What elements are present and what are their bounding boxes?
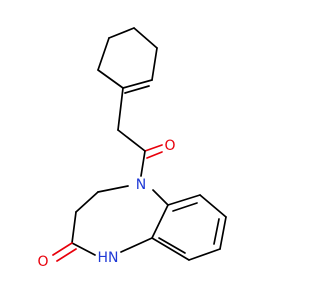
bond-nh-ar [120,237,153,253]
bond-ar3-ar4 [219,216,227,250]
bond-ar2-ar3 [199,194,227,218]
bond-c6-c1 [97,37,110,71]
bond-ar5-ar6 [151,237,190,261]
atom-nh-amide: HN [98,250,119,266]
cyclohexene-ring [97,27,158,94]
bond-c5-c6 [97,69,124,89]
atom-o-amide: O [37,254,48,270]
bond-camide-o-double [52,242,73,256]
bond-ch2a-ch2b [75,191,99,213]
bond-n-ar [152,189,169,206]
bond-co-o-double [144,144,163,152]
diazepinone-ring [52,185,169,262]
bond-n-ch2a [97,185,129,193]
molecule-structure: O N HN O [37,27,227,270]
bond-camide-o-double-inner [56,248,77,262]
bond-camide-nh [71,242,96,256]
bond-co-o-double-inner [146,151,163,159]
bond-c1-c2 [108,27,135,39]
bond-c4-c5-double-inner [124,85,150,94]
bond-ar-inner-2 [213,218,220,245]
bond-ar6-ar1 [151,204,169,239]
atom-o-ketone: O [164,138,175,154]
bond-ar4-ar5 [188,248,221,261]
bond-ar-inner-1 [172,202,198,212]
bond-c4-c5-double [122,79,153,89]
benzene-ring [151,194,227,261]
bond-ar-inner-3 [158,237,186,254]
bond-ch2b-camide [71,211,77,244]
bond-ch2-co [117,129,146,152]
bond-co-n [140,150,146,177]
bond-c2-c3 [133,27,158,49]
bond-ar1-ar2 [167,194,201,206]
bond-c3-c4 [151,47,158,81]
bond-c5-ch2 [117,87,124,131]
acyl-linker [117,87,163,177]
atom-n-ring: N [136,177,146,193]
